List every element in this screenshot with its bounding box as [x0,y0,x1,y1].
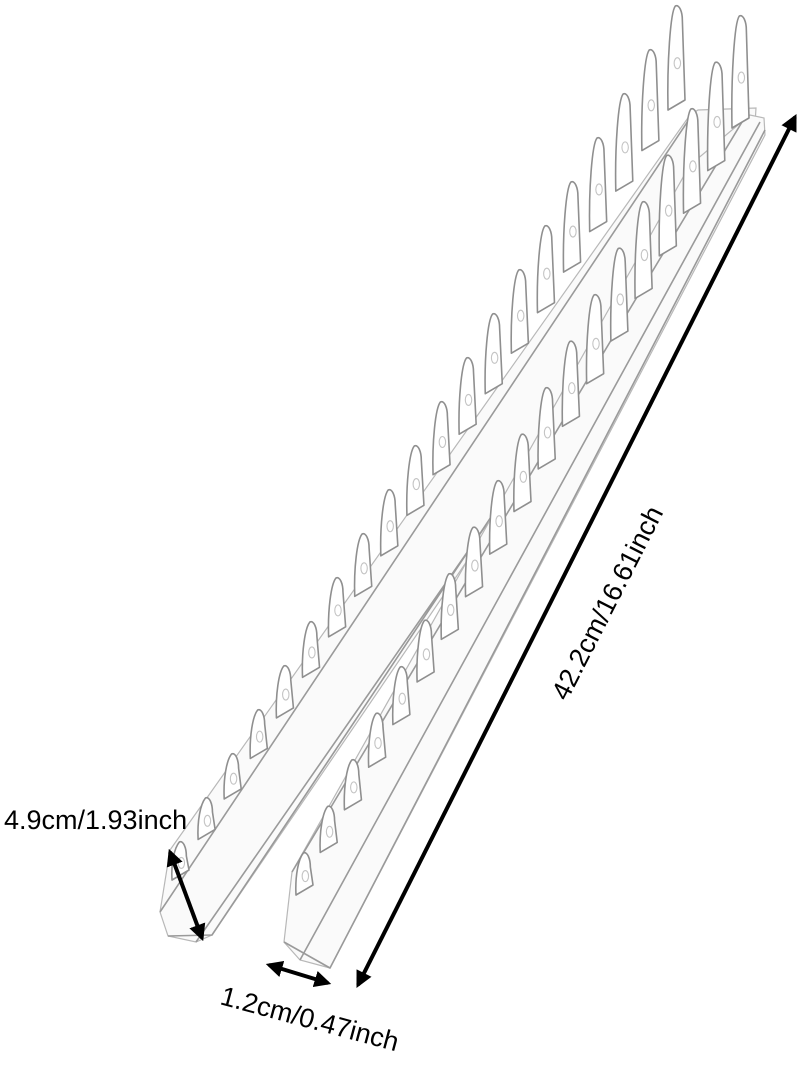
left-rack-peg [484,312,504,395]
left-rack-peg [510,268,530,354]
left-rack-peg [536,224,556,314]
left-rack-peg [379,488,399,557]
left-rack-peg-hole [334,604,342,617]
left-rack-peg [432,400,451,476]
height-dimension-arrow [166,848,206,942]
left-wrench-rack [159,4,757,943]
left-rack-peg [301,620,321,679]
left-rack-peg [249,708,269,760]
left-rack-peg-hole [282,688,290,701]
left-rack-peg [223,752,243,800]
left-rack-peg-hole [647,99,655,112]
left-rack-peg [458,356,477,436]
left-rack-peg [562,180,582,273]
right-rack-peg [391,665,411,726]
left-rack-peg [327,576,347,638]
left-rack-peg [275,664,295,719]
length-dimension-label: 42.2cm/16.61inch [546,501,669,705]
right-rack-peg-hole [301,870,310,883]
width-dimension-arrow [265,960,332,988]
left-rack-peg [197,796,216,841]
right-rack-peg [319,805,339,854]
left-rack-peg-hole [673,57,682,70]
right-wrench-rack [283,14,766,969]
length-dimension-arrow [356,113,797,989]
right-rack-peg [295,851,314,896]
left-rack-peg [353,532,373,598]
width-dimension-label: 1.2cm/0.47inch [217,981,402,1057]
left-rack-peg [405,444,425,517]
right-rack-peg-hole [737,71,746,84]
right-rack-peg-hole [325,825,334,838]
height-dimension-label: 4.9cm/1.93inch [4,805,187,835]
left-rack-peg-hole [229,772,238,785]
right-rack-peg [367,712,387,768]
left-rack-peg-hole [308,646,316,659]
left-rack-peg-hole [203,814,212,827]
left-rack-peg-hole [255,730,264,743]
